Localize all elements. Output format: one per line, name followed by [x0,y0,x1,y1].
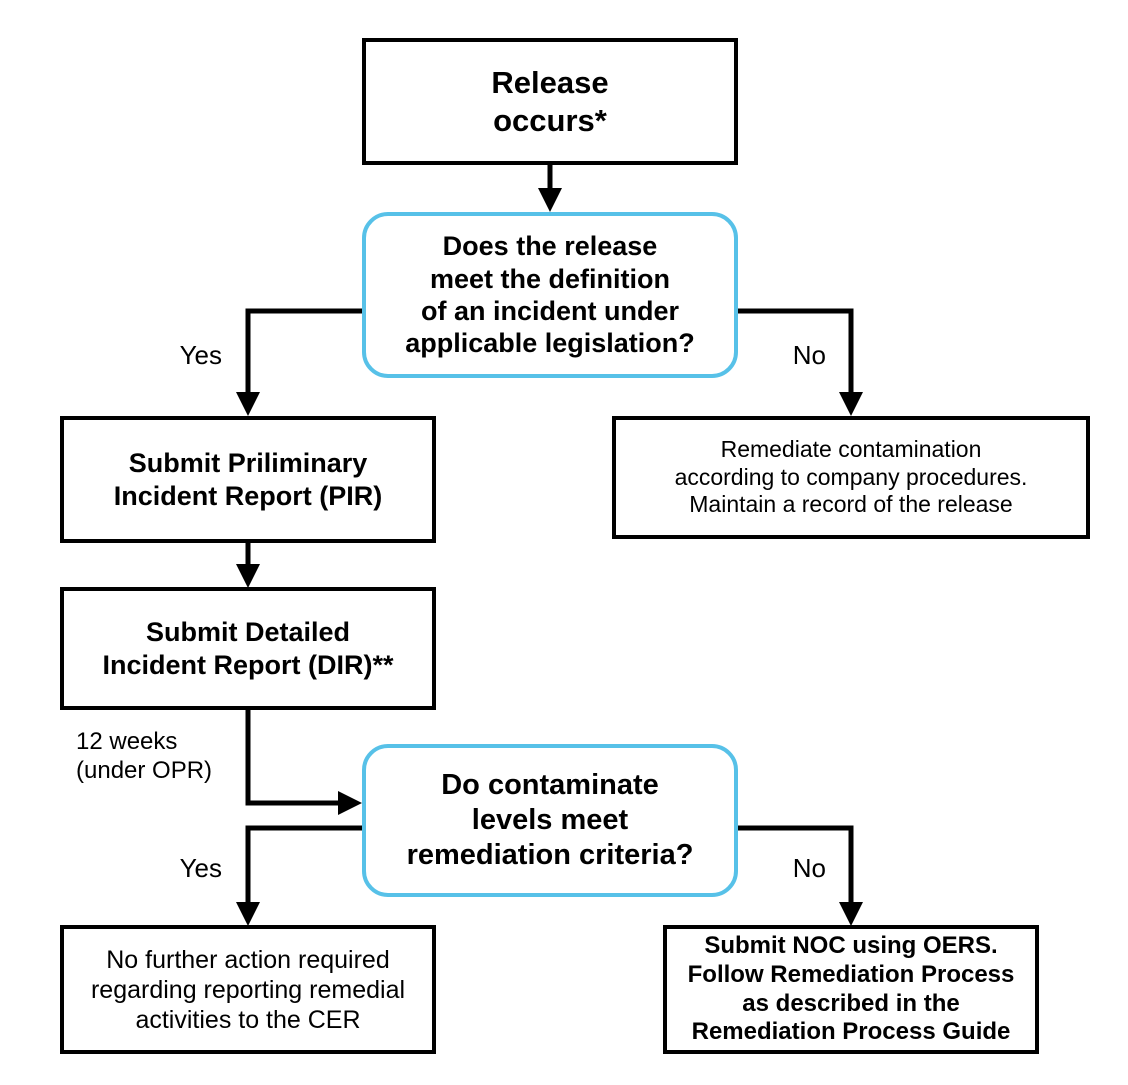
node-release-occurs[interactable]: Release occurs* [362,38,738,165]
edge-label-yes-criteria: Yes [179,853,222,883]
arrowhead-pir-to-dir [236,564,260,588]
node-submit-dir[interactable]: Submit Detailed Incident Report (DIR)** [60,587,436,710]
node-remediation-criteria-decision[interactable]: Do contaminate levels meet remediation c… [362,744,738,897]
node-remediate-contamination[interactable]: Remediate contamination according to com… [612,416,1090,539]
node-submit-pir[interactable]: Submit Priliminary Incident Report (PIR) [60,416,436,543]
connector-dir-to-decision2 [245,710,344,806]
edge-label-yes-incident: Yes [179,340,222,370]
node-release-occurs-label: Release occurs* [491,65,609,138]
node-submit-noc-label: Submit NOC using OERS. Follow Remediatio… [687,931,1015,1046]
arrowhead-decision2-yes [236,902,260,926]
connector-decision1-yes [245,308,362,400]
node-no-further-action-label: No further action required regarding rep… [90,945,406,1034]
arrowhead-release-to-decision1 [538,188,562,212]
node-no-further-action[interactable]: No further action required regarding rep… [60,925,436,1054]
node-submit-dir-label: Submit Detailed Incident Report (DIR)** [102,617,394,680]
edge-label-no-incident: No [792,340,826,370]
connector-decision2-yes [245,825,362,910]
node-remediate-contamination-label: Remediate contamination according to com… [674,436,1028,518]
edge-label-twelve-weeks: 12 weeks (under OPR) [76,728,213,784]
arrowhead-decision2-no [839,902,863,926]
node-remediation-criteria-decision-label: Do contaminate levels meet remediation c… [406,769,694,871]
node-incident-definition-decision-label: Does the release meet the definition of … [405,231,695,359]
arrowhead-decision1-no [839,392,863,416]
node-incident-definition-decision[interactable]: Does the release meet the definition of … [362,212,738,378]
edge-label-no-criteria: No [792,853,826,883]
arrowhead-decision1-yes [236,392,260,416]
arrowhead-dir-to-decision2 [338,791,362,815]
node-submit-pir-label: Submit Priliminary Incident Report (PIR) [113,448,383,511]
node-submit-noc[interactable]: Submit NOC using OERS. Follow Remediatio… [663,925,1039,1054]
